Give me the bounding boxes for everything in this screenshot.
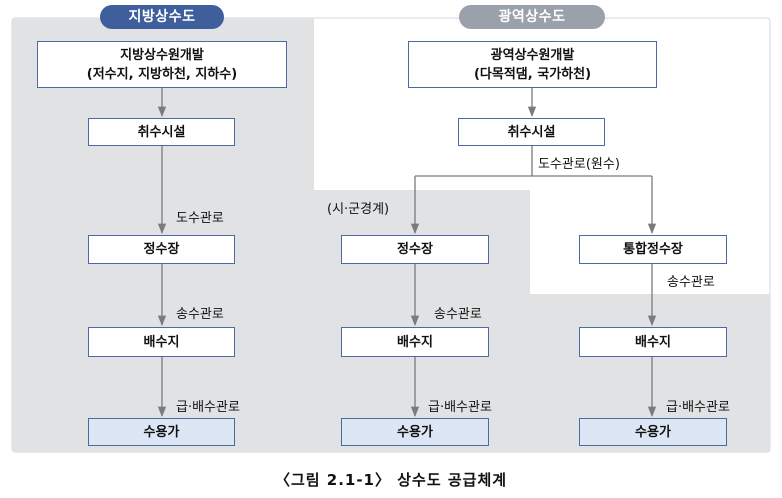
regional-a-consumer-label: 수용가	[397, 424, 433, 440]
local-intake-label: 취수시설	[137, 124, 186, 140]
local-reservoir-label: 배수지	[143, 334, 180, 350]
figure-caption: 〈그림 2.1-1〉 상수도 공급체계	[274, 471, 508, 489]
regional-treatment-label: 정수장	[397, 242, 433, 257]
regional-b-transmission-pipe-label: 송수관로	[667, 275, 715, 290]
local-reservoir-box: 배수지	[88, 327, 235, 357]
regional-b-reservoir-box: 배수지	[579, 327, 727, 357]
regional-b-consumer-label: 수용가	[635, 424, 671, 440]
regional-raw-water-pipe-label: 도수관로(원수)	[538, 157, 620, 172]
regional-a-reservoir-box: 배수지	[341, 327, 489, 357]
local-consumer-label: 수용가	[143, 424, 180, 440]
regional-b-consumer-box: 수용가	[579, 418, 727, 446]
regional-a-transmission-pipe-label: 송수관로	[434, 307, 482, 322]
regional-a-consumer-box: 수용가	[341, 418, 489, 446]
local-treatment-box: 정수장	[88, 235, 235, 264]
local-intake-box: 취수시설	[88, 118, 235, 146]
local-treatment-label: 정수장	[143, 242, 180, 257]
local-source-detail: (저수지, 지방하천, 지하수)	[86, 66, 238, 82]
local-source-title: 지방상수원개발	[120, 47, 204, 63]
regional-a-distribution-pipe-label: 급·배수관로	[428, 400, 492, 415]
integrated-treatment-label: 통합정수장	[623, 242, 683, 257]
regional-source-box: 광역상수원개발 (다목적댐, 국가하천)	[408, 41, 657, 88]
regional-b-distribution-pipe-label: 급·배수관로	[666, 400, 730, 415]
regional-a-reservoir-label: 배수지	[397, 334, 433, 350]
regional-treatment-box: 정수장	[341, 235, 489, 264]
local-transmission-pipe-label: 송수관로	[176, 307, 224, 322]
regional-b-reservoir-label: 배수지	[635, 334, 671, 350]
regional-source-title: 광역상수원개발	[490, 47, 575, 63]
local-waterworks-header: 지방상수도	[100, 5, 224, 29]
regional-source-detail: (다목적댐, 국가하천)	[473, 66, 592, 82]
city-county-boundary-note: (시·군경계)	[327, 202, 390, 217]
local-source-box: 지방상수원개발 (저수지, 지방하천, 지하수)	[37, 41, 287, 88]
regional-waterworks-header: 광역상수도	[459, 5, 605, 29]
local-consumer-box: 수용가	[88, 418, 235, 446]
local-distribution-pipe-label: 급·배수관로	[176, 400, 240, 415]
integrated-treatment-box: 통합정수장	[579, 235, 727, 264]
local-conveyance-pipe-label: 도수관로	[176, 211, 224, 226]
regional-intake-box: 취수시설	[458, 118, 605, 146]
regional-intake-label: 취수시설	[507, 124, 556, 140]
